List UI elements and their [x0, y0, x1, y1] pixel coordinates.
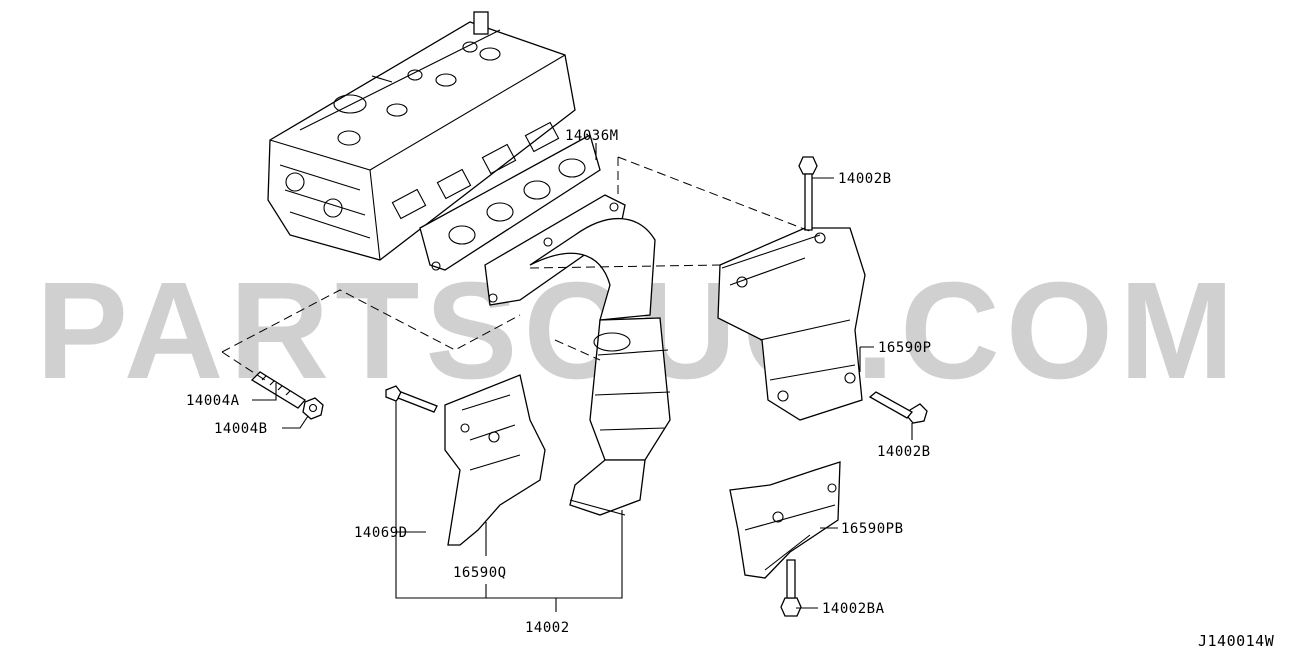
label-16590q[interactable]: 16590Q — [453, 565, 507, 581]
heat-insulator-upper — [717, 227, 866, 421]
assembly-guide-lines — [221, 156, 813, 381]
label-16590pb[interactable]: 16590PB — [841, 521, 904, 537]
bolt-14002ba — [780, 559, 802, 617]
label-14069d[interactable]: 14069D — [354, 525, 408, 541]
bolt-14002b-top — [798, 156, 818, 231]
heat-insulator-front — [444, 374, 546, 546]
diagram-code: J140014W — [1198, 632, 1275, 650]
label-14002b-top[interactable]: 14002B — [838, 171, 892, 187]
label-16590p[interactable]: 16590P — [878, 340, 932, 356]
label-14036m[interactable]: 14036M — [565, 128, 619, 144]
bolt-14002b-right — [868, 391, 928, 424]
label-14004a[interactable]: 14004A — [186, 393, 240, 409]
stud-and-nut — [250, 371, 324, 420]
leader-lines — [252, 143, 913, 612]
label-14002ba[interactable]: 14002BA — [822, 601, 885, 617]
label-14004b[interactable]: 14004B — [214, 421, 268, 437]
cylinder-head — [267, 11, 576, 261]
exhaust-manifold-catalyst — [484, 194, 671, 516]
manifold-gasket — [419, 134, 601, 271]
label-14002b-right[interactable]: 14002B — [877, 444, 931, 460]
heat-insulator-lower — [729, 461, 841, 579]
bolt-14069d — [385, 385, 438, 413]
label-14002[interactable]: 14002 — [525, 620, 570, 636]
